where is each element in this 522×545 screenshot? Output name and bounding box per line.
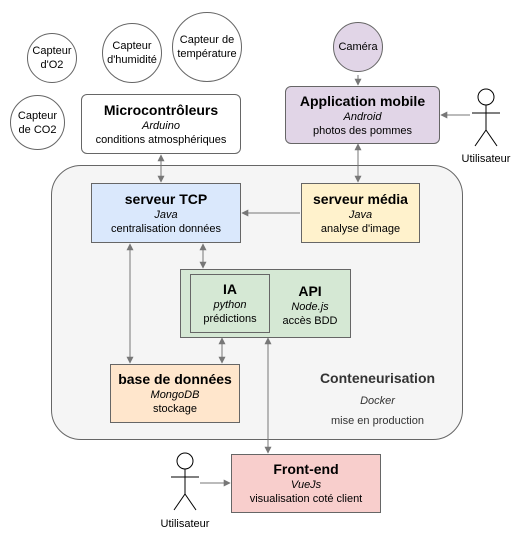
mobile-app-box: Application mobile Android photos des po… <box>285 86 440 144</box>
user-label: Utilisateur <box>160 518 210 530</box>
container-title: Conteneurisation <box>319 370 436 386</box>
user-actor-icon <box>171 452 199 511</box>
api-content: API Node.js accès BDD <box>282 282 338 327</box>
container-tech: Docker <box>360 395 395 407</box>
camera-node: Caméra <box>333 22 383 72</box>
ia-box: IA python prédictions <box>190 274 270 333</box>
tcp-server-box: serveur TCP Java centralisation données <box>91 183 241 243</box>
user-actor-icon <box>472 88 500 147</box>
container-desc: mise en production <box>331 415 424 427</box>
frontend-box: Front-end VueJs visualisation coté clien… <box>231 454 381 513</box>
media-server-box: serveur média Java analyse d'image <box>301 183 420 243</box>
database-box: base de données MongoDB stockage <box>110 364 240 423</box>
user-label: Utilisateur <box>461 153 511 165</box>
microcontrollers-box: Microcontrôleurs Arduino conditions atmo… <box>81 94 241 154</box>
